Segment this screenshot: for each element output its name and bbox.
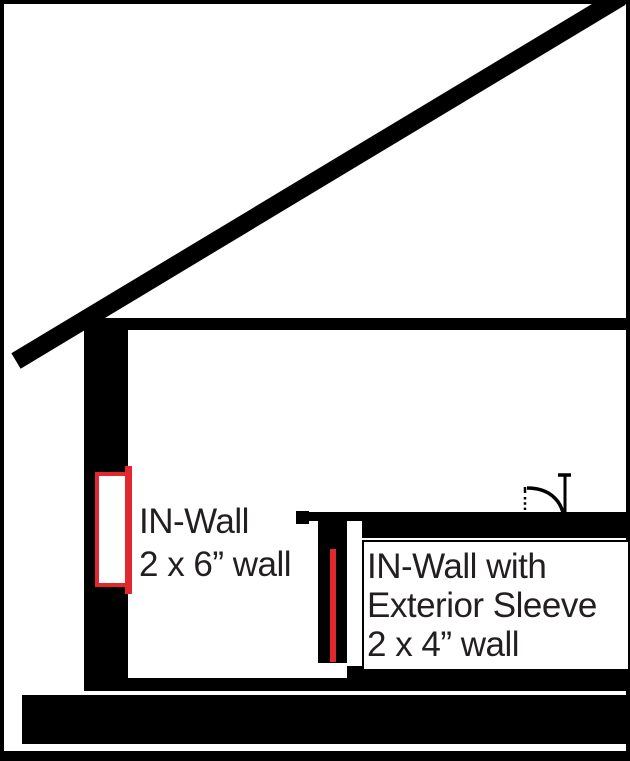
label-sleeve-line3: 2 x 4” wall	[367, 625, 520, 664]
label-sleeve-line2: Exterior Sleeve	[367, 586, 597, 625]
exterior-sleeve-unit	[330, 549, 336, 662]
label-box-exterior-sleeve	[362, 540, 630, 671]
inwall-unit-faceplate	[125, 466, 132, 594]
bottom-frame-border	[0, 751, 630, 761]
roof-beam-line	[11, 0, 626, 369]
hose-arc	[526, 486, 566, 518]
label-sleeve-line1: IN-Wall with	[367, 547, 547, 586]
label-inwall-2x6-line2: 2 x 6” wall	[139, 545, 292, 584]
label-inwall-exterior-sleeve: IN-Wall with Exterior Sleeve 2 x 4” wall	[367, 547, 597, 664]
garage-header	[362, 513, 630, 538]
ceiling-joist	[84, 318, 630, 330]
foundation-slab	[22, 695, 630, 744]
label-inwall-2x6-line1: IN-Wall	[139, 502, 249, 541]
label-inwall-2x6: IN-Wall 2 x 6” wall	[139, 500, 292, 586]
